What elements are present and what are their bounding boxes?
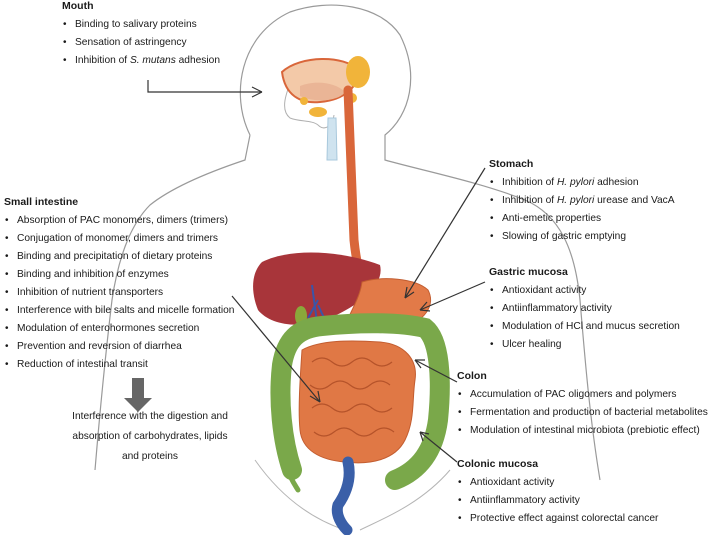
colon-title: Colon — [457, 370, 487, 382]
colon-section: Colon Accumulation of PAC oligomers and … — [457, 370, 708, 440]
stomach-item: Anti-emetic properties — [489, 210, 675, 228]
appendix — [285, 467, 301, 493]
conclusion-line: and proteins — [121, 451, 179, 462]
small-intestine-item: Reduction of intestinal transit — [4, 356, 234, 374]
gastric-mucosa-pointer-head — [419, 301, 431, 312]
mouth-arrowhead — [251, 86, 263, 98]
gastric-mucosa-section: Gastric mucosa Antioxidant activity Anti… — [489, 266, 680, 354]
colon-item: Fermentation and production of bacterial… — [457, 404, 708, 422]
small-intestine — [298, 340, 416, 464]
sublingual-gland — [300, 97, 308, 105]
colon-item: Accumulation of PAC oligomers and polyme… — [457, 386, 708, 404]
trachea — [326, 117, 338, 161]
small-intestine-item: Absorption of PAC monomers, dimers (trim… — [4, 212, 234, 230]
mouth-item: Sensation of astringency — [62, 34, 220, 52]
stomach-pointer-head — [404, 286, 415, 299]
mouth-arrow — [147, 80, 262, 93]
stomach-item: Inhibition of H. pylori adhesion — [489, 174, 675, 192]
colonic-mucosa-title: Colonic mucosa — [457, 458, 539, 470]
mouth-title: Mouth — [62, 0, 94, 12]
colonic-mucosa-section: Colonic mucosa Antioxidant activity Anti… — [457, 458, 658, 528]
stomach-title: Stomach — [489, 158, 534, 170]
small-intestine-title: Small intestine — [4, 196, 79, 208]
gastric-mucosa-pointer — [419, 281, 486, 311]
liver — [253, 252, 381, 325]
gastric-mucosa-item: Antioxidant activity — [489, 282, 680, 300]
rectum — [331, 456, 355, 535]
conclusion-line: Interference with the digestion and — [72, 411, 228, 422]
mouth-section: Mouth Binding to salivary proteins Sensa… — [62, 0, 220, 70]
small-intestine-item: Binding and inhibition of enzymes — [4, 266, 234, 284]
gastric-mucosa-item: Modulation of HCl and mucus secretion — [489, 318, 680, 336]
colonic-mucosa-item: Antiinflammatory activity — [457, 492, 658, 510]
stomach-item: Slowing of gastric emptying — [489, 228, 675, 246]
colonic-mucosa-item: Antioxidant activity — [457, 474, 658, 492]
colonic-mucosa-item: Protective effect against colorectal can… — [457, 510, 658, 528]
parotid-gland — [346, 56, 370, 88]
mouth-item: Binding to salivary proteins — [62, 16, 220, 34]
stomach-section: Stomach Inhibition of H. pylori adhesion… — [489, 158, 675, 246]
small-intestine-item: Conjugation of monomer, dimers and trime… — [4, 230, 234, 248]
small-intestine-item: Modulation of enterohormones secretion — [4, 320, 234, 338]
gastric-mucosa-title: Gastric mucosa — [489, 266, 568, 278]
colon-item: Modulation of intestinal microbiota (pre… — [457, 422, 708, 440]
colonic-mucosa-pointer — [419, 431, 458, 463]
down-arrow-icon — [124, 378, 152, 412]
colon-pointer-head — [414, 359, 425, 369]
colonic-mucosa-pointer-head — [419, 431, 430, 442]
small-intestine-item: Interference with bile salts and micelle… — [4, 302, 234, 320]
mouth-item: Inhibition of S. mutans adhesion — [62, 52, 220, 70]
submandibular-gland — [309, 107, 327, 117]
colon — [270, 313, 450, 490]
small-intestine-pointer-head — [309, 390, 321, 403]
colon-pointer — [414, 359, 458, 383]
stomach-item: Inhibition of H. pylori urease and VacA — [489, 192, 675, 210]
stomach-pointer — [404, 167, 486, 299]
small-intestine-item: Prevention and reversion of diarrhea — [4, 338, 234, 356]
gastric-mucosa-item: Antiinflammatory activity — [489, 300, 680, 318]
tongue — [300, 82, 345, 101]
conclusion-line: absorption of carbohydrates, lipids — [72, 431, 228, 442]
small-intestine-pointer — [231, 295, 321, 403]
small-intestine-folds — [309, 357, 395, 437]
small-intestine-item: Binding and precipitation of dietary pro… — [4, 248, 234, 266]
gastric-mucosa-item: Ulcer healing — [489, 336, 680, 354]
digestion-conclusion: Interference with the digestion and abso… — [6, 407, 294, 467]
small-intestine-item: Inhibition of nutrient transporters — [4, 284, 234, 302]
small-intestine-section: Small intestine Absorption of PAC monome… — [4, 196, 234, 374]
